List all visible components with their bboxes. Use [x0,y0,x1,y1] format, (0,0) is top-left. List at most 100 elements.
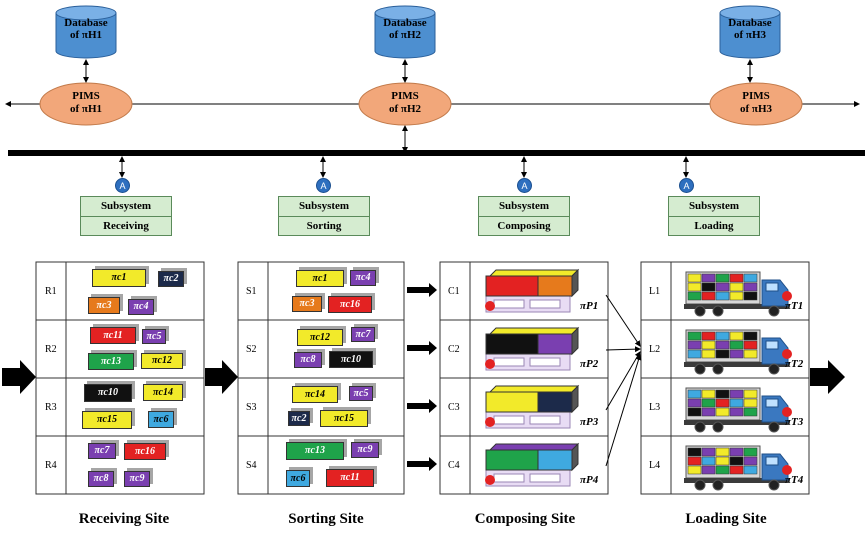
composed-pallet-3 [485,384,580,429]
truck-load-box [729,389,744,399]
truck-chassis [684,478,788,483]
package-box: πc10 [84,384,132,402]
database-label-line2: of πH2 [389,29,421,41]
pallet-side-face [571,442,579,472]
truck-load-box [715,349,730,359]
row-label-l2: L2 [649,344,661,355]
subsystem-title: Subsystem [81,197,171,217]
truck-wheel [768,363,780,375]
truck-chassis [684,362,788,367]
row-label-l1: L1 [649,286,661,297]
package-box: πc9 [351,442,379,458]
truck-load-box [729,465,744,475]
row-label-s2: S2 [246,344,257,355]
subsystem-name: Composing [497,220,551,232]
sorting-composing-arrows [407,283,437,471]
row-label-c3: C3 [448,402,460,413]
truck-load-box [687,282,702,292]
truck-wheel [712,363,724,375]
truck-load-box [729,340,744,350]
communication-bus [8,150,865,156]
truck-load-box [687,398,702,408]
truck-label-t3: πT3 [785,416,804,428]
site-name-sorting: Sorting Site [288,511,364,527]
pims-h1-line2: of πH1 [70,103,102,115]
truck-1 [684,271,792,317]
pallet-block [537,275,573,297]
pims-h1: PIMS of πH1 [39,82,133,126]
trucks-graphics [684,271,792,491]
truck-load-box [715,291,730,301]
truck-load-box [701,447,716,457]
pallet-top-face [488,385,580,393]
agent-icon-receiving: A [115,178,130,193]
package-box: πc2 [288,411,310,426]
truck-load-box [701,282,716,292]
truck-load-box [743,465,758,475]
package-box: πc5 [142,329,166,344]
subsystem-loading: Subsystem Loading [668,196,760,236]
truck-wheel [768,305,780,317]
package-box: πc3 [292,296,322,312]
truck-wheel [768,421,780,433]
row-label-s1: S1 [246,286,257,297]
package-box: πc16 [328,296,372,313]
row-label-l3: L3 [649,402,661,413]
package-box: πc1 [92,269,146,287]
truck-3 [684,387,792,433]
truck-load-box [701,273,716,283]
pallet-label-p1: πP1 [580,300,599,312]
package-box: πc6 [148,411,174,428]
pallet-label-p3: πP3 [580,416,599,428]
package-box: πc6 [286,470,310,487]
row-label-s4: S4 [246,460,257,471]
package-box: πc13 [286,442,344,460]
subsystem-name: Sorting [306,220,342,232]
package-box: πc15 [82,411,132,429]
package-box: πc1 [296,270,344,287]
package-box: πc14 [292,386,338,403]
truck-load-box [715,273,730,283]
agent-icon-sorting: A [316,178,331,193]
pallet-top-face [488,327,580,335]
pallet-slot [529,357,561,367]
pims-h3-line2: of πH3 [740,103,772,115]
package-box: πc8 [294,352,322,368]
truck-wheel [694,421,706,433]
truck-load-box [743,349,758,359]
truck-load-box [687,389,702,399]
agent-icon-loading: A [679,178,694,193]
receiving-site-box [35,261,205,495]
truck-window [765,456,779,466]
agent-icon-composing: A [517,178,532,193]
truck-load-box [687,349,702,359]
truck-load-box [701,398,716,408]
pallet-label-p4: πP4 [580,474,599,486]
pallet-slot [529,415,561,425]
package-box: πc14 [143,384,183,401]
row-label-r3: R3 [45,402,57,413]
pims-h2-line2: of πH2 [389,103,421,115]
pallet-label-p2: πP2 [580,358,599,370]
truck-load-box [743,389,758,399]
package-box: πc12 [297,329,343,346]
truck-load-box [715,389,730,399]
truck-4 [684,445,792,491]
database-label-line1: Database [64,17,108,29]
truck-load-box [729,331,744,341]
truck-chassis [684,420,788,425]
composed-pallets-graphics [485,268,580,487]
site-name-loading: Loading Site [685,511,767,527]
truck-load-box [715,331,730,341]
row-label-c1: C1 [448,286,460,297]
database-label-line2: of πH1 [70,29,102,41]
truck-load-box [687,291,702,301]
truck-load-box [687,465,702,475]
truck-load-box [743,456,758,466]
pallet-block [537,333,573,355]
truck-load-box [715,398,730,408]
pims-h1-line1: PIMS [72,90,100,102]
pallet-slot [529,299,561,309]
package-box: πc2 [158,271,184,287]
truck-load-box [701,349,716,359]
